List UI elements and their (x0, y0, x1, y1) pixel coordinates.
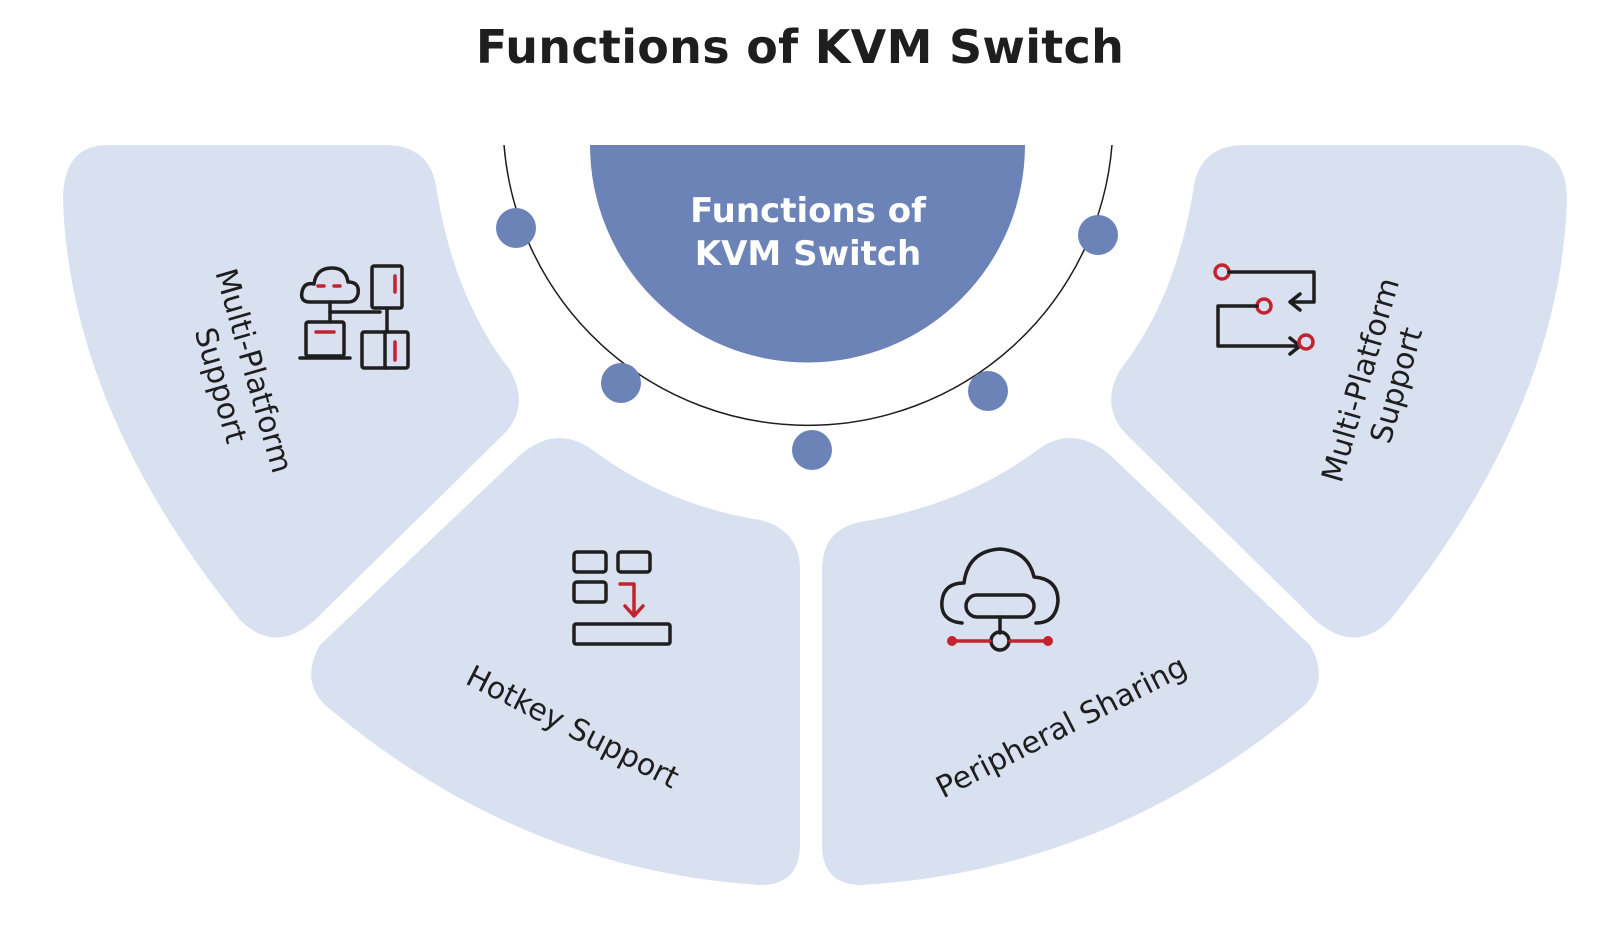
network-devices-icon (298, 264, 410, 370)
diagram-title: Functions of KVM Switch (475, 20, 1125, 74)
orbit-dot (968, 371, 1008, 411)
orbit-arc (503, 144, 1113, 426)
hotkey-layout-icon (572, 550, 672, 646)
segment-multi-platform-right (1111, 145, 1567, 638)
segment-multi-platform-left (63, 145, 519, 638)
cloud-share-icon (940, 547, 1060, 652)
center-title-line1: Functions of (690, 191, 927, 231)
orbit-dot (792, 430, 832, 470)
center-title-line2: KVM Switch (695, 234, 922, 274)
orbit-dot (601, 363, 641, 403)
orbit-dot (496, 208, 536, 248)
switch-arrows-icon (1213, 263, 1316, 356)
segment-peripheral-sharing (822, 438, 1319, 885)
center-half-disc (590, 145, 1025, 363)
segment-hotkey-support (311, 438, 800, 885)
orbit-dot (1078, 215, 1118, 255)
